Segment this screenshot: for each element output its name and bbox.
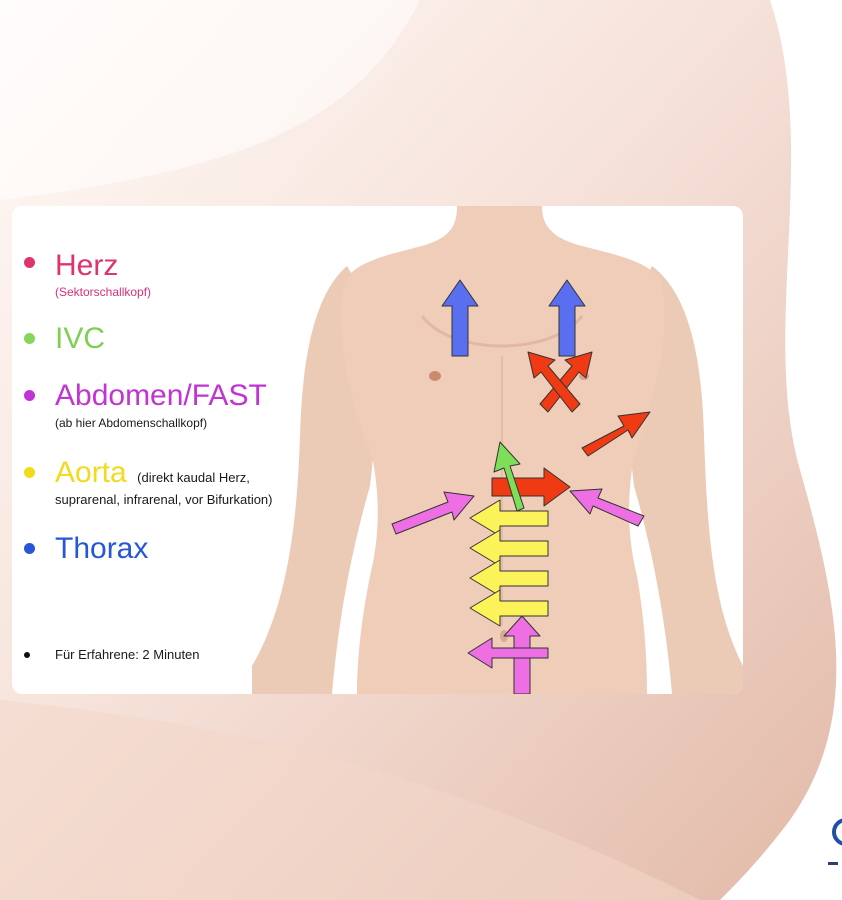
legend-note-aorta-line1: (direkt kaudal Herz,: [137, 470, 250, 485]
legend-sub-abdomen: (ab hier Abdomenschallkopf): [55, 416, 208, 430]
legend-sub-herz: (Sektorschallkopf): [55, 285, 152, 299]
arrow-ivc: [493, 441, 525, 512]
bullet-dot-abdomen: [24, 390, 35, 401]
legend-title-aorta: Aorta: [55, 456, 127, 489]
legend-title-abdomen: Abdomen/FAST: [55, 379, 267, 412]
arrow-fast-ruq: [391, 491, 475, 535]
logo-fragment: [824, 800, 842, 876]
arrow-herz-cross-2: [527, 351, 581, 413]
legend: Herz (Sektorschallkopf) IVC Abdomen/FAST…: [12, 206, 322, 694]
legend-item-footnote: Für Erfahrene: 2 Minuten: [24, 647, 200, 662]
arrow-herz-apical: [581, 411, 651, 457]
legend-item-aorta: Aorta (direkt kaudal Herz, suprarenal, i…: [24, 458, 273, 507]
human-torso-figure: [252, 206, 743, 694]
legend-item-abdomen: Abdomen/FAST (ab hier Abdomenschallkopf): [24, 381, 267, 431]
arrow-aorta-1: [469, 499, 549, 537]
arrow-thorax-left: [441, 279, 479, 357]
legend-item-herz: Herz (Sektorschallkopf): [24, 251, 151, 300]
logo-fragment-icon: [824, 800, 842, 876]
bullet-dot-thorax: [24, 543, 35, 554]
legend-item-thorax: Thorax: [24, 534, 148, 564]
arrow-herz-cross-1: [539, 351, 593, 413]
legend-title-thorax: Thorax: [55, 532, 149, 565]
arrow-aorta-4: [469, 589, 549, 627]
probe-position-arrows: [391, 279, 651, 694]
footnote-text: Für Erfahrene: 2 Minuten: [55, 647, 200, 662]
bullet-dot-aorta: [24, 467, 35, 478]
legend-title-herz: Herz: [55, 249, 119, 282]
arrow-thorax-right: [548, 279, 586, 357]
bullet-dot-herz: [24, 257, 35, 268]
slide-card: Herz (Sektorschallkopf) IVC Abdomen/FAST…: [12, 206, 743, 694]
legend-title-ivc: IVC: [55, 322, 106, 355]
arrow-aorta-3: [469, 559, 549, 597]
arrow-fast-pelvis-left: [467, 637, 549, 669]
bullet-dot-footnote: [24, 652, 30, 658]
arrow-aorta-2: [469, 529, 549, 567]
arrow-fast-luq: [569, 488, 645, 527]
arrow-herz-subxiphoid: [491, 467, 571, 507]
legend-note-aorta-line2: suprarenal, infrarenal, vor Bifurkation): [55, 492, 273, 507]
legend-item-ivc: IVC: [24, 324, 105, 354]
bullet-dot-ivc: [24, 333, 35, 344]
